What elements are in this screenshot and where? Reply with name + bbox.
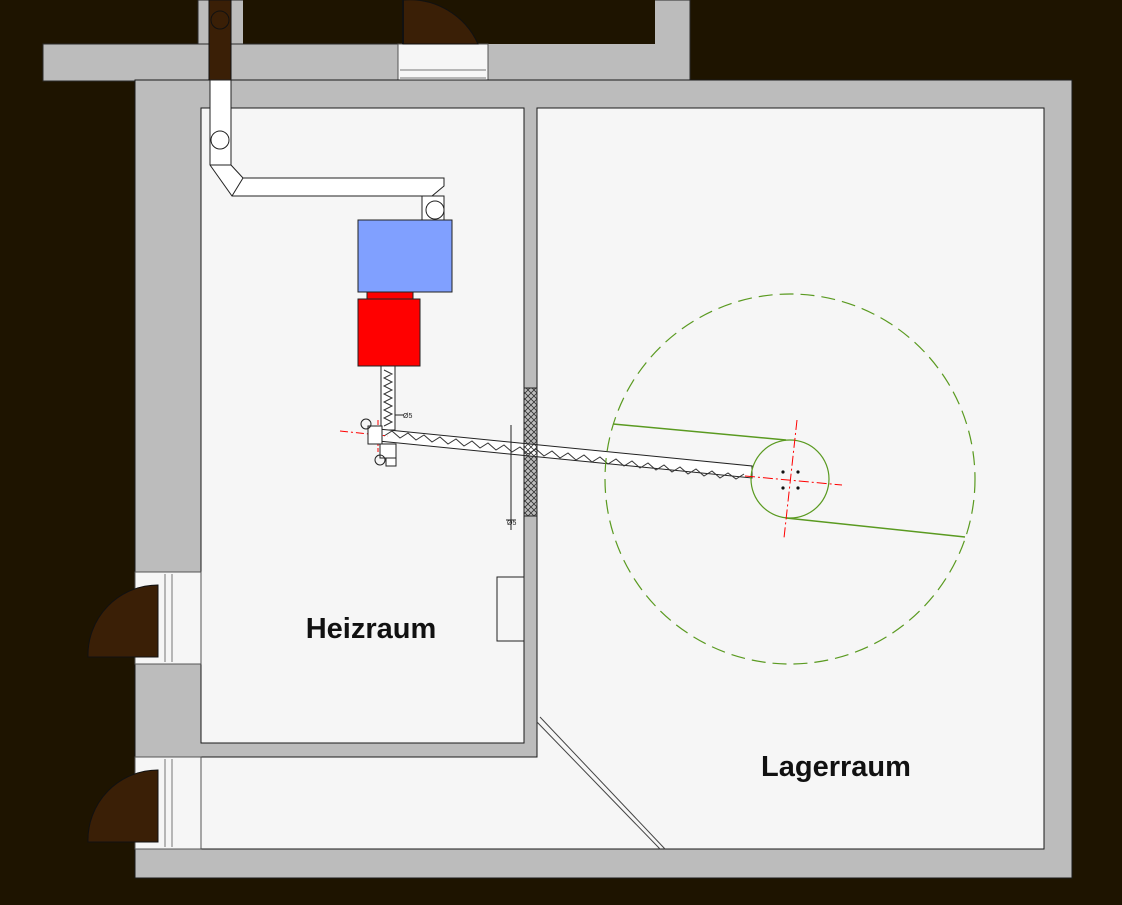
boiler-bottom: [357, 298, 421, 367]
boiler: [357, 219, 453, 367]
slope-board: [536, 716, 666, 850]
feed-screw-vertical: Ø5: [380, 365, 412, 431]
auger-motor: [360, 418, 397, 467]
wall-penetration: [523, 387, 538, 517]
room-label-heizraum: Heizraum: [306, 613, 437, 645]
boiler-top: [357, 219, 453, 293]
room-label-lagerraum: Lagerraum: [761, 751, 911, 783]
wall-niche: [496, 576, 525, 642]
agitator-hub: [750, 439, 830, 519]
boiler-connector: [366, 291, 414, 300]
drain-line: Ø5: [506, 425, 516, 530]
agitator-range: [604, 293, 976, 665]
valve-tag-upper: Ø5: [403, 413, 412, 420]
storage-agitator: [604, 293, 976, 665]
heizraum-floor: [200, 107, 525, 744]
upper-door: [402, 0, 479, 45]
valve-tag-lower: Ø5: [507, 520, 516, 527]
left-door-upper: [87, 571, 202, 665]
left-door-lower: [87, 756, 202, 850]
